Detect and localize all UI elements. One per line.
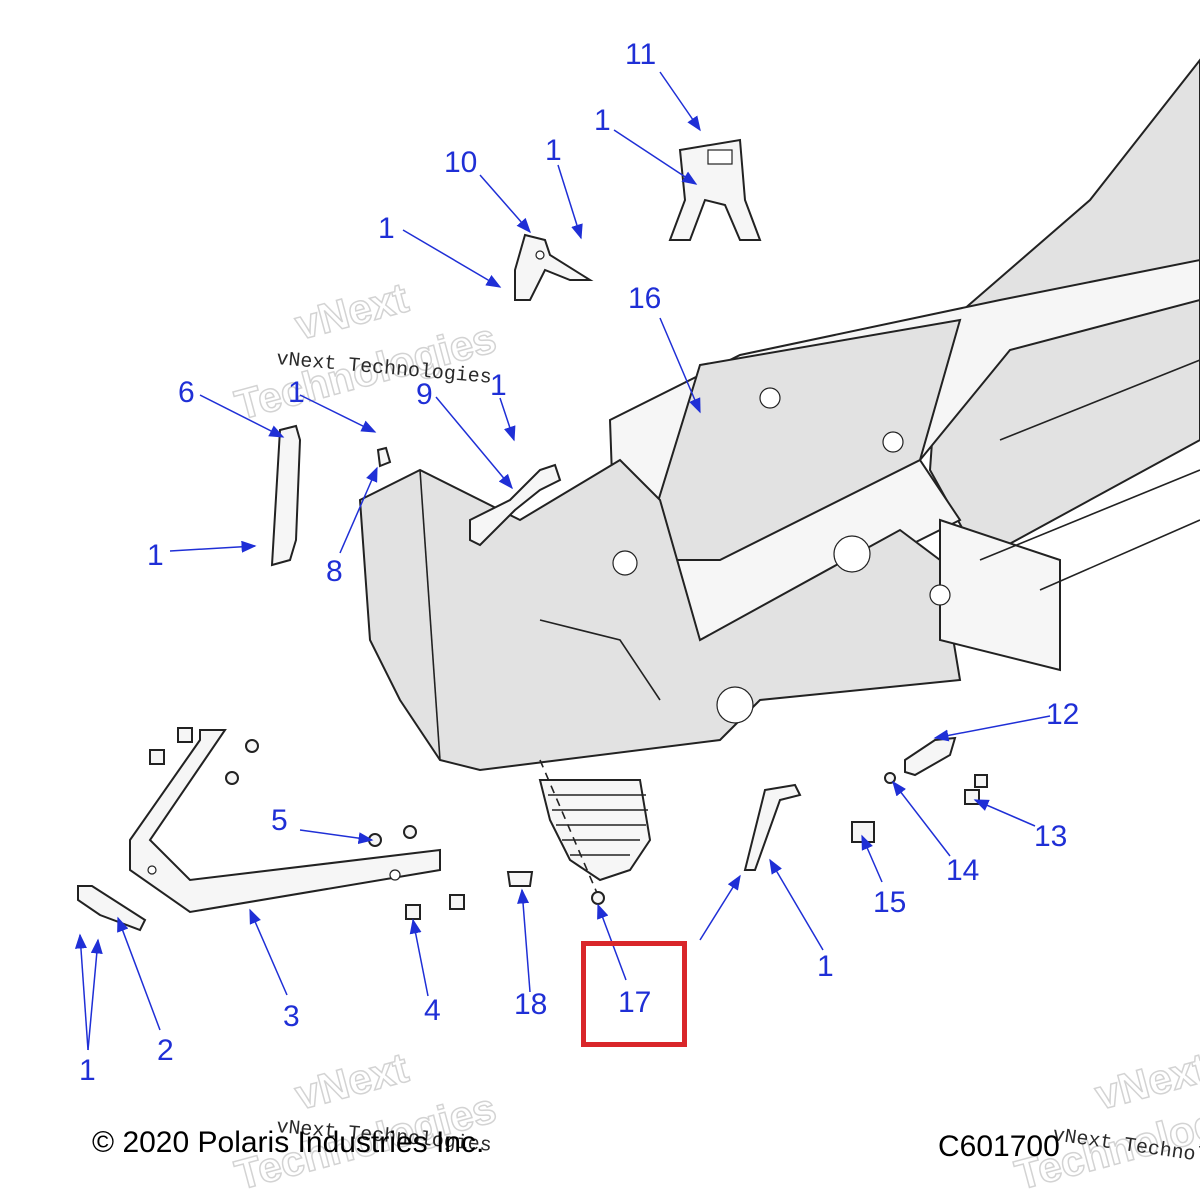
callout-13: 13 <box>1034 820 1067 853</box>
callout-15: 15 <box>873 886 906 919</box>
callout-8: 8 <box>326 555 343 588</box>
callout-1: 1 <box>594 104 611 137</box>
callout-16: 16 <box>628 282 661 315</box>
callout-1: 1 <box>490 369 507 402</box>
callout-2: 2 <box>157 1034 174 1067</box>
copyright-notice: © 2020 Polaris Industries Inc. <box>92 1126 485 1159</box>
part-2-plate <box>77 885 147 932</box>
callout-1: 1 <box>147 539 164 572</box>
figure-code: C601700 <box>938 1130 1060 1163</box>
part-6-side-panel <box>270 424 302 567</box>
watermark-brand: vNext <box>290 1044 413 1119</box>
part-7-leg <box>743 783 802 871</box>
part-3-bumper <box>129 729 441 914</box>
suspension-boot <box>538 759 652 901</box>
part-10-bracket <box>514 233 594 301</box>
callout-labels: 11 1 10 1 1 16 6 1 9 1 1 8 12 13 14 15 1… <box>79 38 1079 1087</box>
callout-10: 10 <box>444 146 477 179</box>
callout-5: 5 <box>271 804 288 837</box>
callout-9: 9 <box>416 378 433 411</box>
fasteners <box>149 727 988 920</box>
part-8-clip <box>376 446 392 468</box>
callout-12: 12 <box>1046 698 1079 731</box>
callout-1: 1 <box>545 134 562 167</box>
leader-lines <box>74 71 1051 1051</box>
callout-1: 1 <box>288 376 305 409</box>
callout-17: 17 <box>618 986 651 1019</box>
callout-1: 1 <box>378 212 395 245</box>
callout-6: 6 <box>178 376 195 409</box>
watermark-brand: vNext <box>290 274 413 349</box>
callout-14: 14 <box>946 854 979 887</box>
part-11-bracket <box>668 138 762 241</box>
callout-1: 1 <box>79 1054 96 1087</box>
callout-17-highlight-box <box>581 941 687 1047</box>
part-12-bracket <box>904 736 957 777</box>
callout-4: 4 <box>424 994 441 1027</box>
callout-3: 3 <box>283 1000 300 1033</box>
chassis-tunnel <box>358 58 1200 772</box>
callout-11: 11 <box>625 38 656 71</box>
callout-1: 1 <box>817 950 834 983</box>
part-9-bracket <box>469 463 562 547</box>
callout-18: 18 <box>514 988 547 1021</box>
